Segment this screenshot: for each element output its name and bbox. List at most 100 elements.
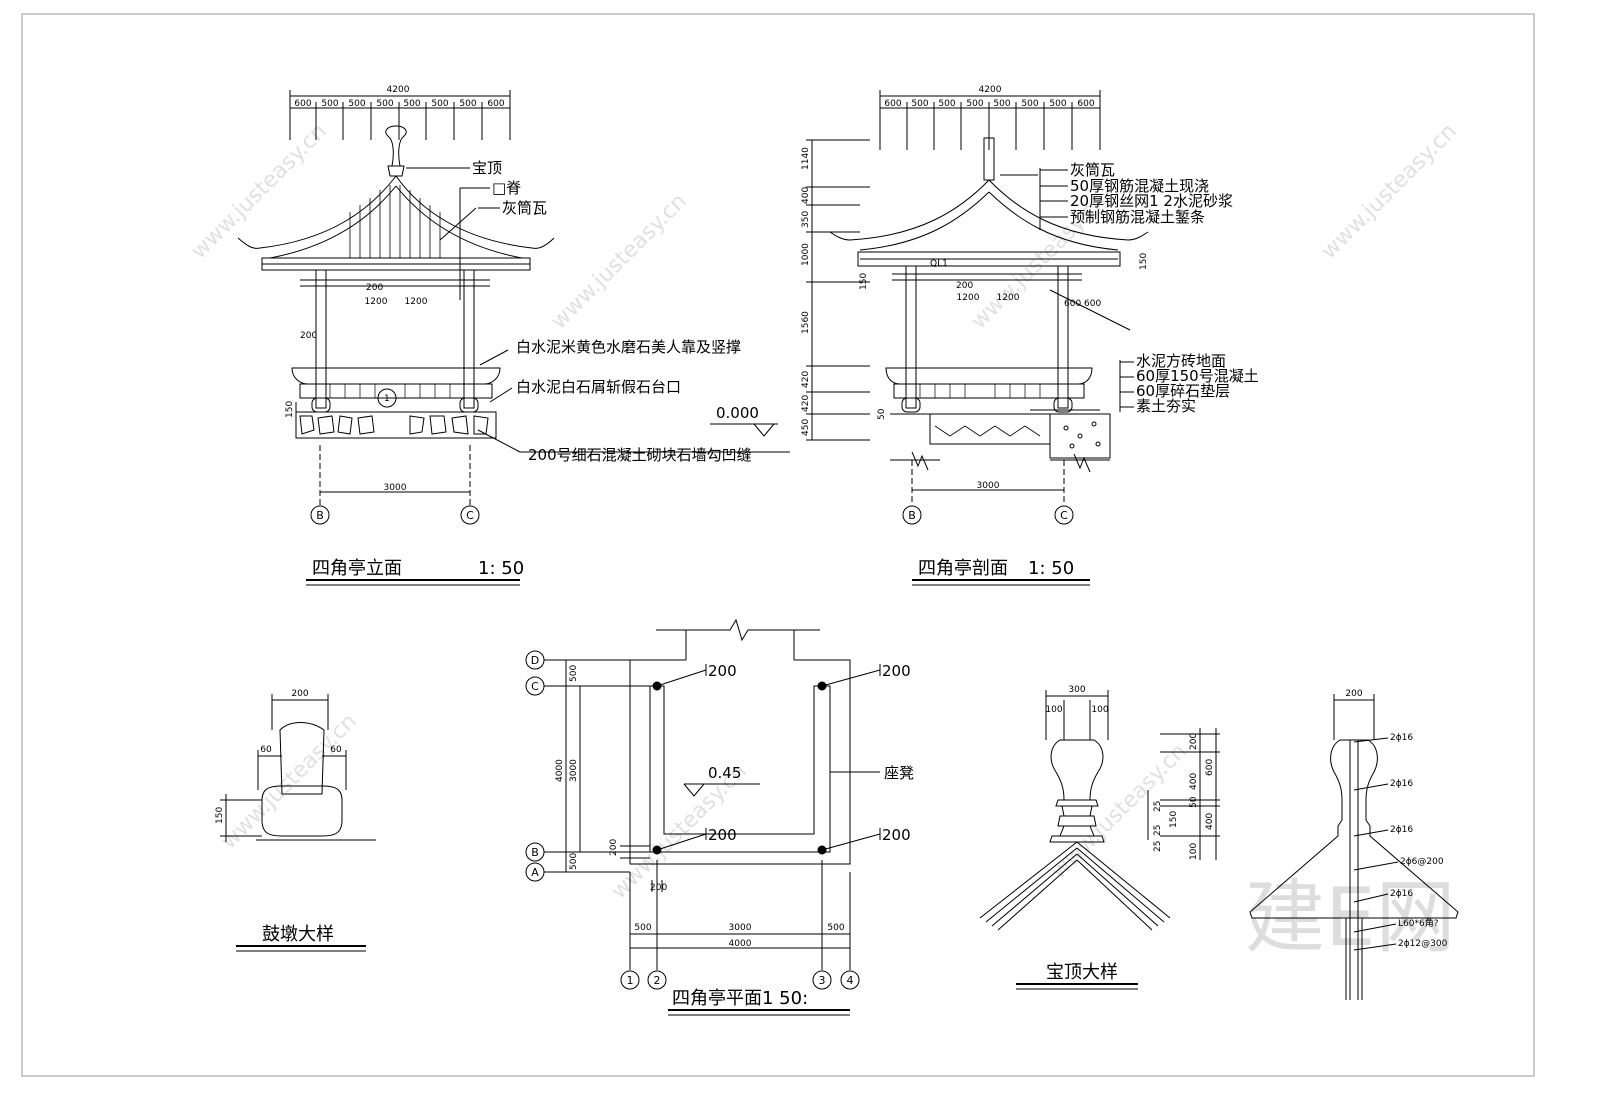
label-seat: 白水泥米黄色水磨石美人靠及竖撑 xyxy=(516,338,741,356)
rebar-label: L60*6角? xyxy=(1398,917,1439,929)
section-bottom-dim: 3000 xyxy=(977,481,1000,491)
elevation-dim: 500 xyxy=(459,99,476,109)
elevation-left-dim: 200 xyxy=(300,331,317,341)
section-left-dim: 1560 xyxy=(801,311,811,334)
axis-A: A xyxy=(531,866,539,879)
elevation-scale: 1: 50 xyxy=(478,558,524,579)
label-roof-mesh: 20厚钢丝网1 2水泥砂浆 xyxy=(1070,192,1233,210)
rebar-label: 2ϕ12@300 xyxy=(1398,939,1448,949)
label-floor-concrete: 60厚150号混凝土 xyxy=(1136,367,1259,385)
finial-left-dim: 150 xyxy=(1169,811,1179,828)
elevation-dim: 500 xyxy=(431,99,448,109)
elevation-small-dim: 200 xyxy=(366,283,383,293)
plan-column-label: 200 xyxy=(708,662,737,680)
elevation-title: 四角亭立面 xyxy=(312,558,402,579)
finial-right-dim: 400 xyxy=(1205,813,1215,830)
elevation-text: 4200 600 500 500 500 500 500 500 600 120… xyxy=(285,85,759,579)
finial-text: 300 100 100 200 600 400 50 400 100 25 25… xyxy=(1045,685,1215,983)
section-text: 4200 600 500 500 500 500 500 500 600 114… xyxy=(801,85,1259,579)
finial-left-dim: 25 xyxy=(1153,841,1163,852)
section-mid-dim: 1200 xyxy=(957,293,980,303)
finial-sub-dim: 100 xyxy=(1091,705,1108,715)
sheet-border xyxy=(21,13,1535,1077)
label-floor-gravel: 60厚碎石垫层 xyxy=(1136,382,1230,400)
section-dim-600: 600 600 xyxy=(1064,299,1101,309)
label-finial: 宝顶 xyxy=(472,159,502,177)
section-left-dim: 420 xyxy=(801,395,811,412)
plan-left-dim: 500 xyxy=(569,665,579,682)
section-dim: 500 xyxy=(993,99,1010,109)
drum-text: 200 60 60 150 鼓墩大样 xyxy=(215,689,342,945)
rebar-label: 2ϕ16 xyxy=(1390,779,1413,789)
plan-bottom-total: 4000 xyxy=(729,939,752,949)
drum-dim: 150 xyxy=(215,807,225,824)
drum-dim: 200 xyxy=(291,689,308,699)
axis-B: B xyxy=(531,846,539,859)
section-left-dim: 420 xyxy=(801,371,811,388)
axis-D: D xyxy=(531,654,539,667)
elevation-bottom-dim: 3000 xyxy=(384,483,407,493)
plan-bottom-dim: 3000 xyxy=(729,923,752,933)
section-dim: 600 xyxy=(1077,99,1094,109)
section-left-150: 150 xyxy=(859,273,869,290)
label-ridge: □脊 xyxy=(492,179,521,197)
plan-column-label: 200 xyxy=(708,826,737,844)
elevation-drawing xyxy=(237,90,790,586)
section-total-dim: 4200 xyxy=(979,85,1002,95)
section-dim: 600 xyxy=(884,99,901,109)
section-left-dim: 450 xyxy=(801,419,811,436)
elevation-dim: 500 xyxy=(348,99,365,109)
elevation-dim: 600 xyxy=(294,99,311,109)
finial-title: 宝顶大样 xyxy=(1046,962,1118,983)
elevation-left-dim: 150 xyxy=(285,401,295,418)
section-dim: 500 xyxy=(938,99,955,109)
section-dim: 500 xyxy=(1021,99,1038,109)
plan-left-dim: 3000 xyxy=(569,759,579,782)
plan-left-dim: 500 xyxy=(569,853,579,870)
plan-bottom-dim: 500 xyxy=(827,923,844,933)
axis-C: C xyxy=(531,680,539,693)
section-small-dim: 200 xyxy=(956,281,973,291)
finial-left-dim: 25 xyxy=(1153,801,1163,812)
elevation-marker: 1 xyxy=(384,394,390,404)
section-dim: 500 xyxy=(911,99,928,109)
finial-sub-dim: 100 xyxy=(1045,705,1062,715)
elevation-dim: 500 xyxy=(403,99,420,109)
plan-small-dim: 200 xyxy=(650,883,667,893)
elevation-dim: 500 xyxy=(376,99,393,109)
plan-seat-label: 座凳 xyxy=(884,764,914,782)
axis-1: 1 xyxy=(627,974,634,987)
axis-C: C xyxy=(466,509,474,522)
finial-drawing xyxy=(979,690,1220,990)
label-floor-tile: 水泥方砖地面 xyxy=(1136,352,1226,370)
section-dim: 500 xyxy=(1049,99,1066,109)
section-dim-50: 50 xyxy=(877,408,887,420)
rebar-label: 2ϕ16 xyxy=(1390,733,1413,743)
axis-4: 4 xyxy=(847,974,854,987)
section-dim: 500 xyxy=(966,99,983,109)
plan-drawing xyxy=(525,618,881,1016)
axis-C: C xyxy=(1060,509,1068,522)
label-tile: 灰筒瓦 xyxy=(502,199,547,217)
section-left-dim: 1140 xyxy=(801,147,811,170)
section-right-150: 150 xyxy=(1139,253,1149,270)
label-platform: 白水泥白石屑斩假石台口 xyxy=(516,378,681,396)
elevation-mid-dim: 1200 xyxy=(365,297,388,307)
rebar-top-dim: 200 xyxy=(1345,689,1362,699)
plan-small-dim: 200 xyxy=(609,839,619,856)
axis-B: B xyxy=(908,509,916,522)
finial-right-dim: 100 xyxy=(1189,843,1199,860)
drum-dim: 60 xyxy=(330,745,342,755)
drum-drawing xyxy=(220,694,376,952)
elevation-mid-dim: 1200 xyxy=(405,297,428,307)
rebar-label: 2ϕ16 xyxy=(1390,889,1413,899)
plan-text: D C B A 1 2 3 4 200 200 200 200 座凳 0.45 … xyxy=(531,654,914,1009)
plan-left-total: 4000 xyxy=(555,759,565,782)
section-title: 四角亭剖面 xyxy=(918,558,1008,579)
plan-column-label: 200 xyxy=(882,826,911,844)
drum-dim: 60 xyxy=(260,745,272,755)
elevation-total-dim: 4200 xyxy=(387,85,410,95)
elevation-dim: 500 xyxy=(321,99,338,109)
plan-title: 四角亭平面1 50: xyxy=(672,988,808,1009)
